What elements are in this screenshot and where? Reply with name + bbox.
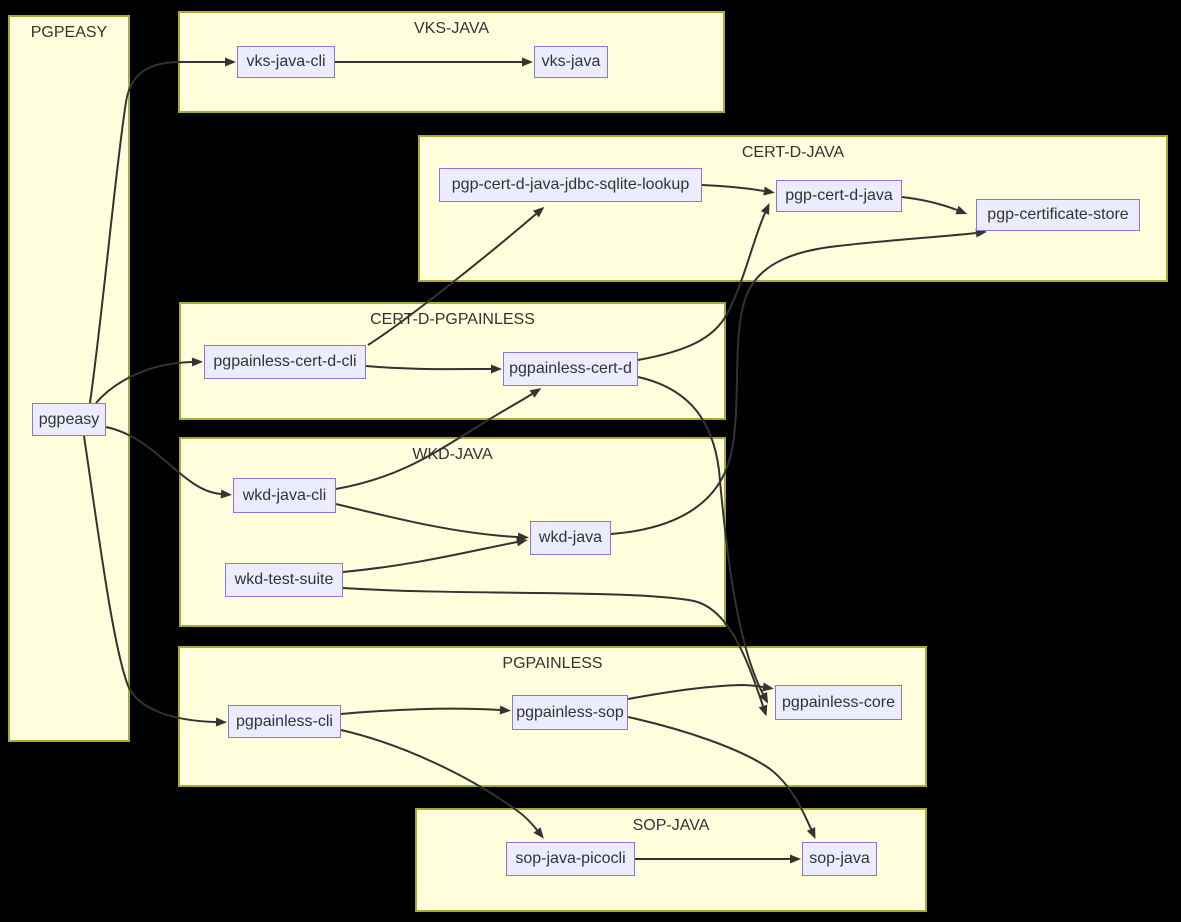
group-pgpainless-label: PGPAINLESS [502,655,603,672]
edge-pgpainless-sop-to-sop-java [627,716,816,840]
node-pgpainless-core: pgpainless-core [775,685,902,720]
node-wkd-test-suite: wkd-test-suite [225,563,343,597]
node-pgp-cert-d-java-jdbc-sqlite-lookup: pgp-cert-d-java-jdbc-sqlite-lookup [439,168,702,202]
edge-pgpainless-cert-d-to-pgp-cert-d-java [637,202,770,361]
node-pgpainless-cert-d: pgpainless-cert-d [503,352,638,386]
edge-wkd-test-suite-to-pgpainless-core [342,587,768,717]
node-wkd-java-cli: wkd-java-cli [233,478,336,513]
node-pgpeasy: pgpeasy [32,403,106,436]
group-pgpeasy-label: PGPEASY [30,24,108,41]
edge-jdbc-sqlite-lookup-to-pgp-cert-d-java [701,184,775,196]
node-pgpainless-sop: pgpainless-sop [512,695,628,730]
node-sop-java: sop-java [802,842,877,876]
edge-pgpainless-cert-d-to-pgpainless-core [637,376,769,704]
edge-pgpainless-cert-d-cli-to-pgpainless-cert-d [365,364,502,374]
node-wkd-java: wkd-java [530,521,611,555]
group-vks-java-label: VKS-JAVA [414,20,489,37]
edge-wkd-test-suite-to-wkd-java [342,537,528,573]
edge-pgpainless-cert-d-cli-to-jdbc-sqlite-lookup [367,206,545,346]
group-pgpeasy: PGPEASY [8,15,130,742]
edge-wkd-java-to-pgp-certificate-store [610,228,987,535]
node-pgp-cert-d-java: pgp-cert-d-java [776,180,902,212]
group-sop-java-label: SOP-JAVA [632,817,710,834]
edge-pgpeasy-to-pgpainless-cert-d-cli [95,357,203,404]
node-sop-java-picocli: sop-java-picocli [506,842,635,876]
node-vks-java-cli: vks-java-cli [237,46,335,78]
edge-pgpainless-cli-to-sop-java-picocli [340,729,544,839]
edge-pgpeasy-to-wkd-java-cli [105,426,232,499]
node-pgpainless-cli: pgpainless-cli [228,705,341,738]
edge-wkd-java-cli-to-wkd-java [335,503,529,542]
node-vks-java: vks-java [534,46,608,78]
edge-pgpeasy-to-vks-java-cli [89,57,236,404]
group-wkd-java-label: WKD-JAVA [412,446,493,463]
edge-pgpeasy-to-pgpainless-cli [83,435,227,727]
edge-pgpainless-cli-to-pgpainless-sop [340,705,511,715]
node-pgp-certificate-store: pgp-certificate-store [976,199,1140,231]
edge-wkd-java-cli-to-pgpainless-cert-d [335,388,542,490]
node-pgpainless-cert-d-cli: pgpainless-cert-d-cli [204,345,366,379]
edge-pgpainless-sop-to-pgpainless-core [627,682,774,700]
edge-pgp-cert-d-java-to-pgp-certificate-store [901,196,968,215]
group-cert-d-java-label: CERT-D-JAVA [741,144,845,161]
